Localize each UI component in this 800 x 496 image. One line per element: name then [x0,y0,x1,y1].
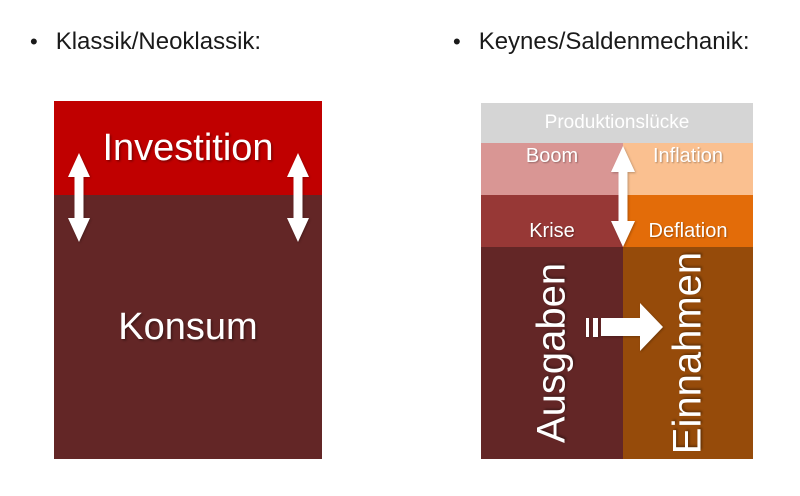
einnahmen-label: Einnahmen [665,251,710,455]
deflation-label: Deflation [648,220,728,242]
boom-cell: Boom [481,143,623,195]
krise-cell: Krise [481,195,623,247]
investition-label: Investition [102,126,274,169]
ausgaben-einnahmen-row: Ausgaben Einnahmen [481,247,753,459]
boom-label: Boom [525,145,579,167]
investition-block: Investition [54,101,322,195]
bullet-marker: • [30,29,38,54]
double-vertical-arrow-icon [611,146,635,247]
konsum-label: Konsum [118,305,258,348]
inflation-cell: Inflation [623,143,753,195]
boom-inflation-row: Boom Inflation [481,143,753,195]
produktionsluecke-bar: Produktionslücke [481,103,753,143]
double-vertical-arrow-icon [68,153,90,242]
bullet-marker: • [453,29,461,54]
striped-right-arrow-icon [586,303,663,351]
right-panel-title: • Keynes/Saldenmechanik: [453,27,750,57]
produktionsluecke-label: Produktionslücke [544,112,690,133]
konsum-block: Konsum [54,195,322,459]
ausgaben-label: Ausgaben [529,262,574,444]
krise-label: Krise [529,220,575,242]
inflation-label: Inflation [652,145,724,167]
ausgaben-cell: Ausgaben [481,247,623,459]
double-vertical-arrow-icon [287,153,309,242]
left-panel-title: • Klassik/Neoklassik: [30,27,261,57]
keynes-diagram: Produktionslücke Boom Inflation Krise De… [481,103,753,459]
krise-deflation-row: Krise Deflation [481,195,753,247]
einnahmen-cell: Einnahmen [623,247,753,459]
right-title-text: Keynes/Saldenmechanik: [478,28,750,55]
deflation-cell: Deflation [623,195,753,247]
left-title-text: Klassik/Neoklassik: [55,28,262,55]
klassik-diagram: Investition Konsum [54,101,322,459]
